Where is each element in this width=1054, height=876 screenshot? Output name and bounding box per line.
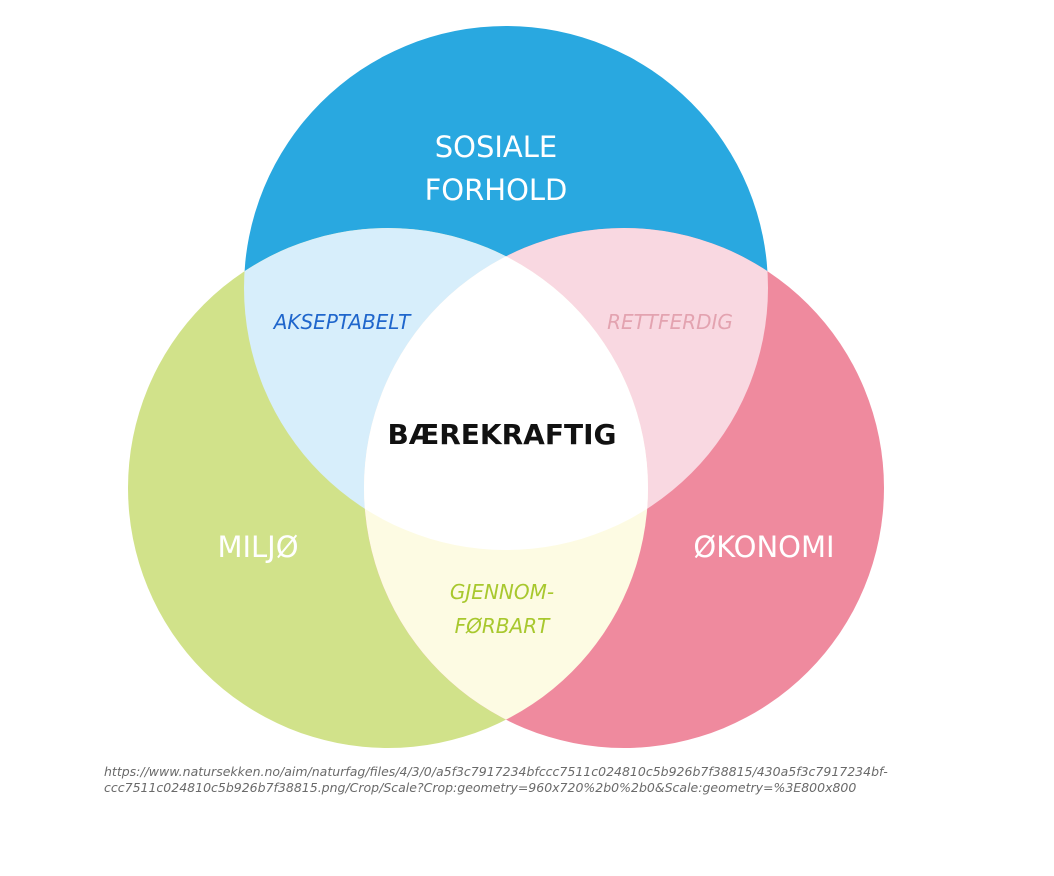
environment-label: MILJØ xyxy=(217,530,298,564)
social-label-line2: FORHOLD xyxy=(425,173,568,207)
source-url-line1: https://www.natursekken.no/aim/naturfag/… xyxy=(104,764,888,779)
social-label-line1: SOSIALE xyxy=(435,130,558,164)
sustainable-label: BÆREKRAFTIG xyxy=(388,418,617,451)
economy-label: ØKONOMI xyxy=(693,530,834,564)
fair-label: RETTFERDIG xyxy=(607,310,733,334)
venn-diagram: SOSIALE FORHOLD MILJØ ØKONOMI AKSEPTABEL… xyxy=(128,26,884,748)
viable-label-line2: FØRBART xyxy=(455,614,551,638)
viable-label-line1: GJENNOM- xyxy=(450,580,554,604)
acceptable-label: AKSEPTABELT xyxy=(272,310,412,334)
source-url-line2: ccc7511c024810c5b926b7f38815.png/Crop/Sc… xyxy=(104,780,857,795)
center-overlap xyxy=(364,228,648,550)
source-url-caption: https://www.natursekken.no/aim/naturfag/… xyxy=(104,764,934,796)
